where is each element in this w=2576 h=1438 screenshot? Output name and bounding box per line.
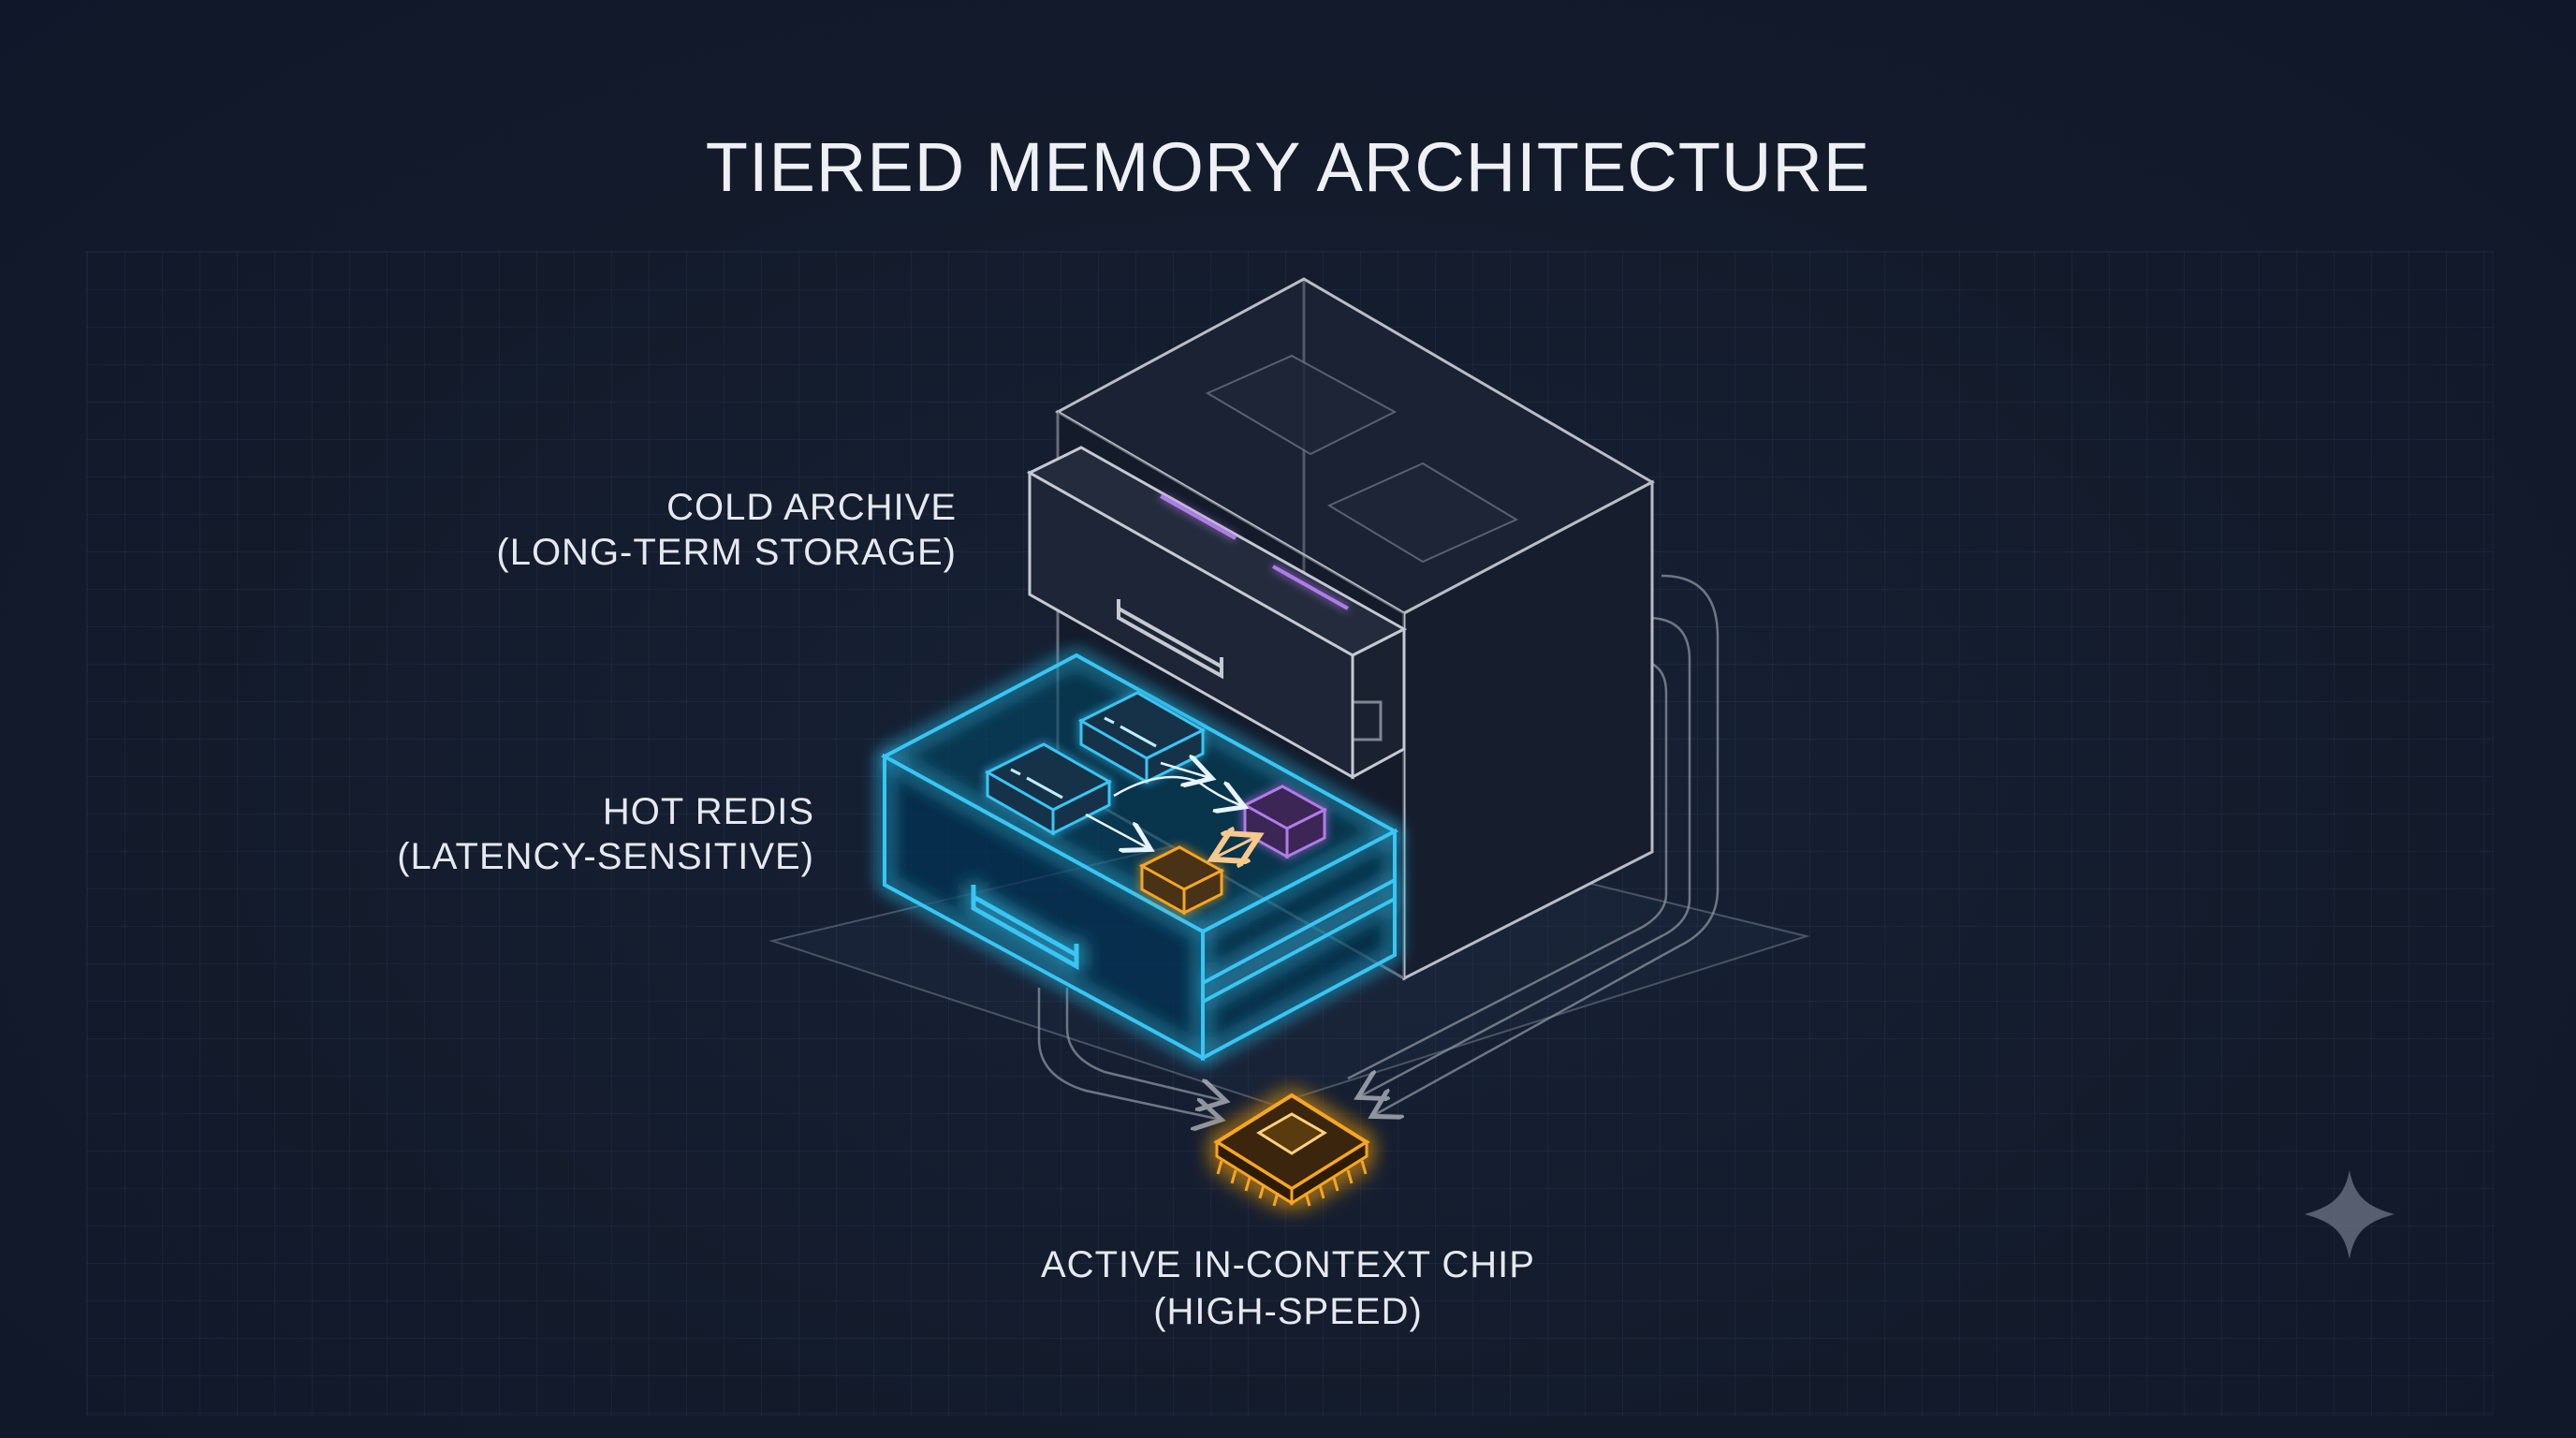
- page-title: TIERED MEMORY ARCHITECTURE: [705, 128, 1871, 206]
- cold-archive-subtitle: (LONG-TERM STORAGE): [496, 532, 957, 573]
- chip-title: ACTIVE IN-CONTEXT CHIP: [1041, 1244, 1535, 1285]
- purple-data-block: [1241, 785, 1328, 859]
- flow-lines-hot: [1037, 988, 1222, 1119]
- chip-label: ACTIVE IN-CONTEXT CHIP (HIGH-SPEED): [0, 1241, 2576, 1335]
- in-context-chip: [1213, 1093, 1370, 1207]
- hot-redis-title: HOT REDIS: [602, 791, 814, 832]
- hot-redis-drawer: [880, 653, 1399, 1062]
- cold-archive-title: COLD ARCHIVE: [666, 487, 957, 528]
- sparkle-icon: [2305, 1170, 2394, 1259]
- hot-redis-subtitle: (LATENCY-SENSITIVE): [397, 836, 814, 877]
- hot-drawer-handle: [971, 885, 1079, 971]
- orange-data-block: [1138, 845, 1225, 916]
- cold-archive-drawer: [1026, 446, 1408, 780]
- cold-archive-label: COLD ARCHIVE (LONG-TERM STORAGE): [496, 485, 957, 575]
- chip-subtitle: (HIGH-SPEED): [1153, 1291, 1423, 1332]
- redis-data-blocks: [984, 691, 1328, 916]
- cold-drawer-handle: [1117, 599, 1223, 680]
- hot-redis-label: HOT REDIS (LATENCY-SENSITIVE): [397, 789, 814, 879]
